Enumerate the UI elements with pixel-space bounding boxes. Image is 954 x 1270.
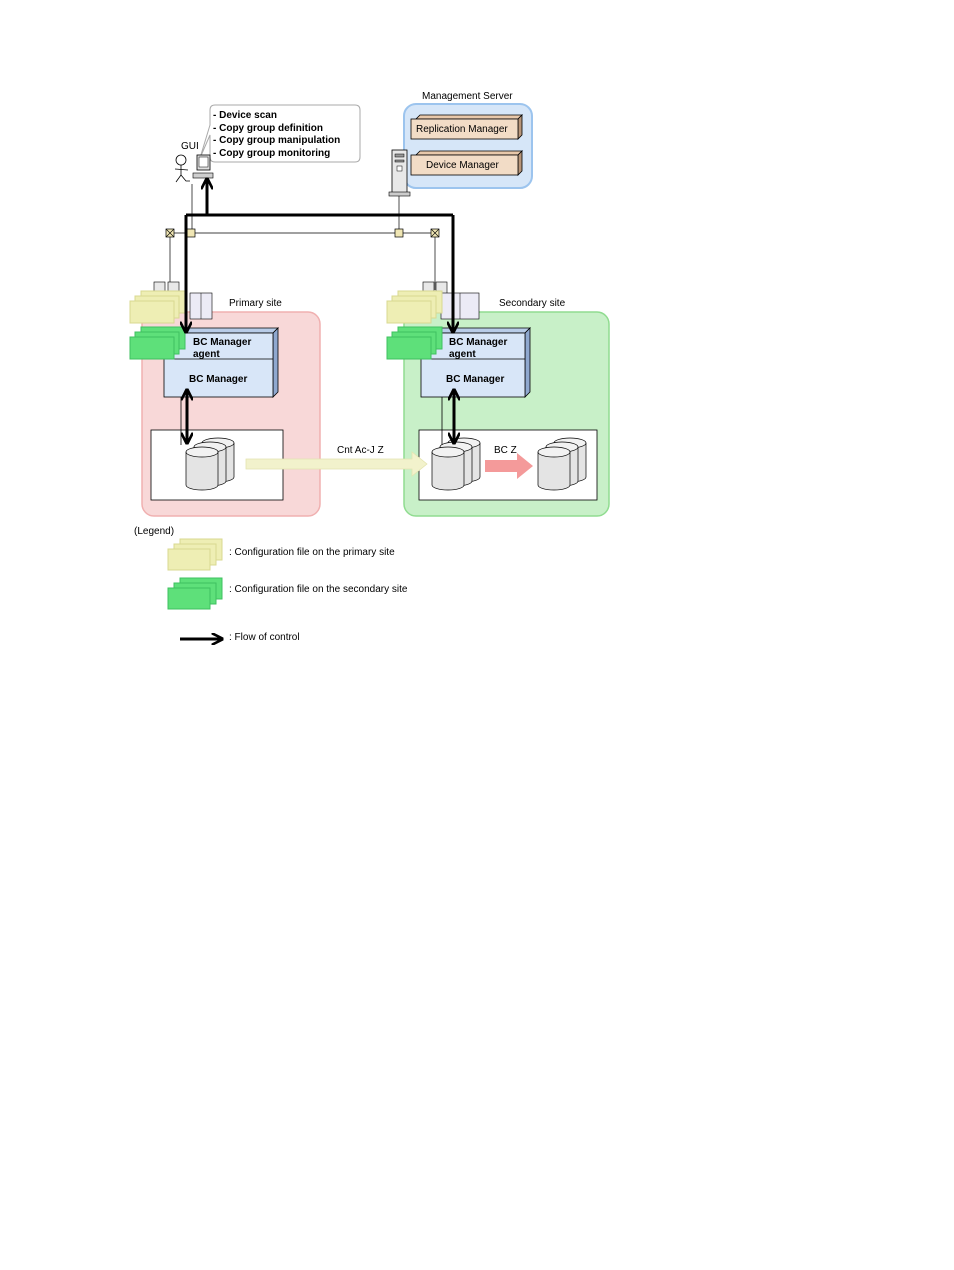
device-manager-box: Device Manager — [410, 150, 523, 176]
primary-bc-manager-label: BC Manager — [189, 374, 247, 385]
local-copy-arrow: BC Z — [485, 445, 533, 479]
operation-copy-group-definition: - Copy group definition — [213, 123, 323, 134]
primary-volume-icon — [185, 437, 235, 491]
network-port-gui-icon — [186, 228, 196, 238]
replication-manager-label: Replication Manager — [416, 124, 508, 135]
primary-site: Primary site BC Manager agent — [129, 281, 321, 517]
management-server: Management Server Replication Manager De… — [403, 91, 533, 189]
legend-primary-config-label: : Configuration file on the primary site — [229, 547, 395, 558]
secondary-bc-manager-box — [420, 327, 531, 398]
legend-flow-label: : Flow of control — [229, 632, 300, 643]
secondary-primary-config-file-stack-icon — [386, 290, 443, 324]
remote-copy-label: Cnt Ac-J Z — [337, 445, 384, 456]
secondary-site: Secondary site BC Manager agent BC Manag… — [386, 281, 610, 517]
operation-copy-group-manipulation: - Copy group manipulation — [213, 135, 340, 146]
primary-config-file-stack-icon — [129, 290, 186, 324]
network-port-server-icon — [394, 228, 404, 238]
control-flow-arrows — [186, 180, 454, 442]
primary-agent-label-line1: BC Manager — [193, 337, 251, 348]
server-tower-icon — [388, 149, 411, 197]
primary-secondary-config-file-stack-icon — [129, 326, 186, 360]
secondary-config-file-stack-icon — [386, 326, 443, 360]
operation-copy-group-monitoring: - Copy group monitoring — [213, 148, 330, 159]
gui-user-icon: GUI — [174, 141, 214, 183]
network-hub-primary-icon — [165, 228, 175, 238]
gui-label: GUI — [181, 141, 199, 152]
primary-agent-label-line2: agent — [193, 349, 220, 360]
gui-operations-callout: - Device scan - Copy group definition - … — [199, 104, 361, 163]
secondary-svol-icon — [537, 437, 587, 491]
legend-primary-config-icon — [167, 538, 223, 571]
primary-site-label: Primary site — [229, 298, 282, 309]
network-hub-secondary-icon — [430, 228, 440, 238]
legend: (Legend) : Configuration file on the pri… — [134, 526, 408, 643]
secondary-agent-label-line2: agent — [449, 349, 476, 360]
device-manager-label: Device Manager — [426, 160, 499, 171]
operation-device-scan: - Device scan — [213, 110, 277, 121]
legend-title: (Legend) — [134, 526, 174, 537]
legend-secondary-config-icon — [167, 577, 223, 610]
local-copy-label: BC Z — [494, 445, 517, 456]
secondary-pvol-icon — [431, 437, 481, 491]
replication-manager-box: Replication Manager — [410, 114, 523, 140]
secondary-bc-manager-label: BC Manager — [446, 374, 504, 385]
management-server-label: Management Server — [422, 91, 513, 102]
secondary-agent-label-line1: BC Manager — [449, 337, 507, 348]
remote-copy-arrow: Cnt Ac-J Z — [245, 445, 428, 477]
legend-secondary-config-label: : Configuration file on the secondary si… — [229, 584, 408, 595]
secondary-site-label: Secondary site — [499, 298, 566, 309]
